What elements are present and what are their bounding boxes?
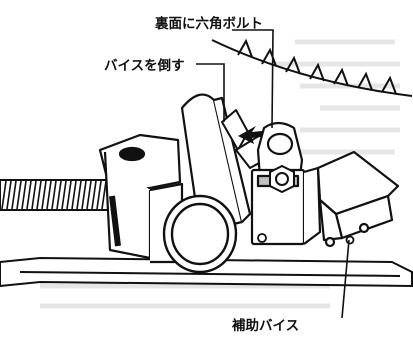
hex-bolt bbox=[269, 164, 295, 194]
auxiliary-vise bbox=[316, 150, 400, 248]
label-auxiliary-vise: 補助バイス bbox=[231, 317, 299, 334]
lead-screw bbox=[0, 179, 113, 211]
leader-lines bbox=[196, 29, 350, 319]
saw-blade bbox=[211, 38, 413, 97]
vise-cylinder bbox=[162, 194, 238, 274]
label-tilt-vise: バイスを倒す bbox=[104, 57, 185, 74]
tilt-arrow bbox=[238, 126, 272, 144]
bolt-bracket bbox=[250, 121, 322, 246]
label-hex-bolt-back: 裏面に六角ボルト bbox=[154, 15, 263, 32]
